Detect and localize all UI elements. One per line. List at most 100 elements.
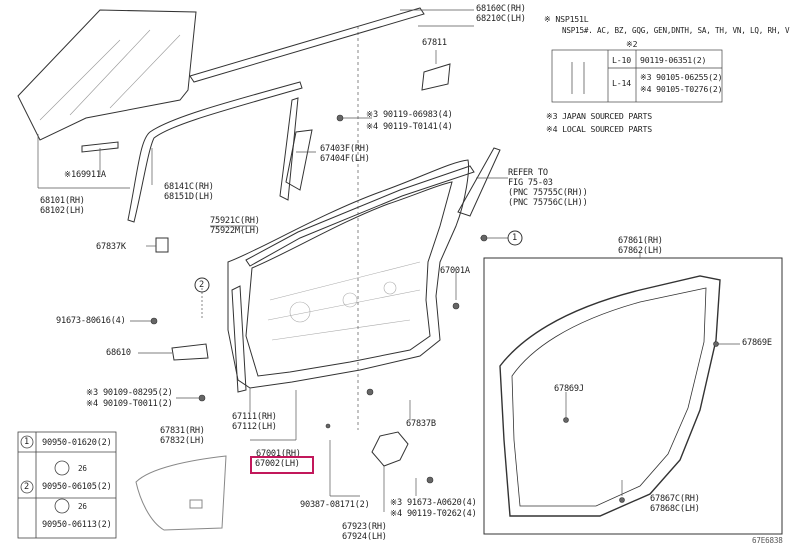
label-68160c: 68160C(RH)	[476, 4, 526, 14]
label-67837b: 67837B	[406, 419, 436, 429]
label-67811: 67811	[422, 38, 447, 48]
hinge-bracket-67923	[371, 431, 409, 467]
hole-cover-67831	[135, 455, 227, 531]
clip-icon	[619, 497, 625, 503]
hole-cover-tab	[189, 499, 203, 509]
bolt-icon	[198, 394, 206, 402]
bolt-icon	[150, 317, 158, 325]
clip-icon	[713, 341, 719, 347]
label-91673-80616: 91673-80616(4)	[56, 316, 126, 326]
window-channel	[127, 81, 303, 223]
legend-table	[17, 431, 117, 539]
label-67869e: 67869E	[742, 338, 772, 348]
belt-moulding-strip	[189, 7, 425, 83]
label-67403f: 67403F(RH)	[320, 144, 370, 154]
note-l10: L-10	[612, 55, 631, 65]
clip-icon	[325, 423, 331, 429]
weatherstrip-outer	[499, 275, 721, 517]
legend-dim-a: 26	[78, 464, 87, 473]
note-marker-2: ※2	[626, 39, 638, 49]
label-67924: 67924(LH)	[342, 532, 387, 542]
label-67111: 67111(RH)	[232, 412, 277, 422]
legend-row1-number: 1	[24, 437, 29, 447]
note-nsp-2: NSP15#. AC, BZ, GQG, GEN,DNTH, SA, TH, V…	[562, 26, 790, 35]
label-68210c: 68210C(LH)	[476, 14, 526, 24]
label-67001a: 67001A	[440, 266, 470, 276]
label-refer-pnc-lh: (PNC 75756C(LH))	[508, 198, 588, 208]
callout-circle-2	[20, 480, 34, 494]
highlight-67002[interactable]	[250, 456, 314, 474]
label-refer-to: REFER TO	[508, 168, 548, 178]
label-90119-t0262: ※4 90119-T0262(4)	[390, 509, 477, 519]
bolt-icon	[452, 302, 460, 310]
label-67404f: 67404F(LH)	[320, 154, 370, 164]
label-90119-06983: ※3 90119-06983(4)	[366, 110, 453, 120]
bolt-icon	[426, 476, 434, 484]
note-l10-part: 90119-06351(2)	[640, 55, 707, 65]
clip-icon	[563, 417, 569, 423]
label-75922m: 75922M(LH)	[210, 226, 260, 236]
label-90109-t0011: ※4 90109-T0011(2)	[86, 399, 173, 409]
legend-row3-part: 90950-06113(2)	[42, 520, 112, 530]
legend-row2-part: 90950-06105(2)	[42, 482, 112, 492]
label-67862: 67862(LH)	[618, 246, 663, 256]
door-frame-outer	[227, 159, 469, 389]
note-l14-part-b: ※4 90105-T0276(2)	[640, 84, 723, 94]
callout-circle-2	[194, 277, 210, 293]
legend-row1-part: 90950-01620(2)	[42, 438, 112, 448]
label-67869j: 67869J	[554, 384, 584, 394]
clip-67837k	[155, 237, 169, 253]
label-67832: 67832(LH)	[160, 436, 205, 446]
seal-169911a	[81, 141, 119, 153]
legend-dim-b: 26	[78, 502, 87, 511]
note-nsp-1: ※ NSP151L	[544, 14, 589, 24]
figure-number: 67E6838	[752, 536, 783, 545]
weatherstrip-inner	[511, 287, 707, 507]
door-sash-vertical	[279, 97, 299, 201]
label-refer-pnc-rh: (PNC 75755C(RH))	[508, 188, 588, 198]
note-japan: ※3 JAPAN SOURCED PARTS	[546, 111, 652, 121]
label-67861: 67861(RH)	[618, 236, 663, 246]
label-75921c: 75921C(RH)	[210, 216, 260, 226]
note-l14-part-a: ※3 90105-06255(2)	[640, 72, 723, 82]
label-68141c: 68141C(RH)	[164, 182, 214, 192]
sash-piece	[285, 129, 313, 191]
callout-2-number: 2	[199, 280, 204, 290]
label-90109-08295: ※3 90109-08295(2)	[86, 388, 173, 398]
label-refer-fig: FIG 75-03	[508, 178, 553, 188]
label-67923: 67923(RH)	[342, 522, 387, 532]
label-90387-08171: 90387-08171(2)	[300, 500, 370, 510]
clip-icon	[480, 234, 488, 242]
lower-trim-strip	[231, 285, 247, 393]
note-l14: L-14	[612, 78, 631, 88]
callout-1-number: 1	[512, 233, 517, 243]
label-68151d: 68151D(LH)	[164, 192, 214, 202]
pillar-garnish	[457, 147, 501, 217]
label-67867c: 67867C(RH)	[650, 494, 700, 504]
label-67837k: 67837K	[96, 242, 126, 252]
legend-row2-number: 2	[24, 482, 29, 492]
cap-icon	[54, 498, 70, 514]
door-glass	[17, 9, 197, 141]
label-67002[interactable]: 67002(LH)	[255, 459, 300, 469]
glass-run-outer	[245, 165, 475, 267]
bolt-icon	[366, 388, 374, 396]
cap-icon	[54, 460, 70, 476]
label-91673-a0620: ※3 91673-A0620(4)	[390, 498, 477, 508]
callout-circle-1	[507, 230, 523, 246]
notes-table	[551, 49, 723, 103]
label-169911a: ※169911A	[64, 170, 106, 180]
bolt-icon	[336, 114, 344, 122]
callout-circle-1	[20, 435, 34, 449]
label-67112: 67112(LH)	[232, 422, 277, 432]
label-68610: 68610	[106, 348, 131, 358]
label-90119-t0141: ※4 90119-T0141(4)	[366, 122, 453, 132]
door-frame-inner	[245, 181, 453, 377]
label-67831: 67831(RH)	[160, 426, 205, 436]
label-68101: 68101(RH)	[40, 196, 85, 206]
label-68102: 68102(LH)	[40, 206, 85, 216]
hinge-68610	[171, 343, 209, 361]
label-67001: 67001(RH)	[256, 449, 301, 459]
note-local: ※4 LOCAL SOURCED PARTS	[546, 124, 652, 134]
